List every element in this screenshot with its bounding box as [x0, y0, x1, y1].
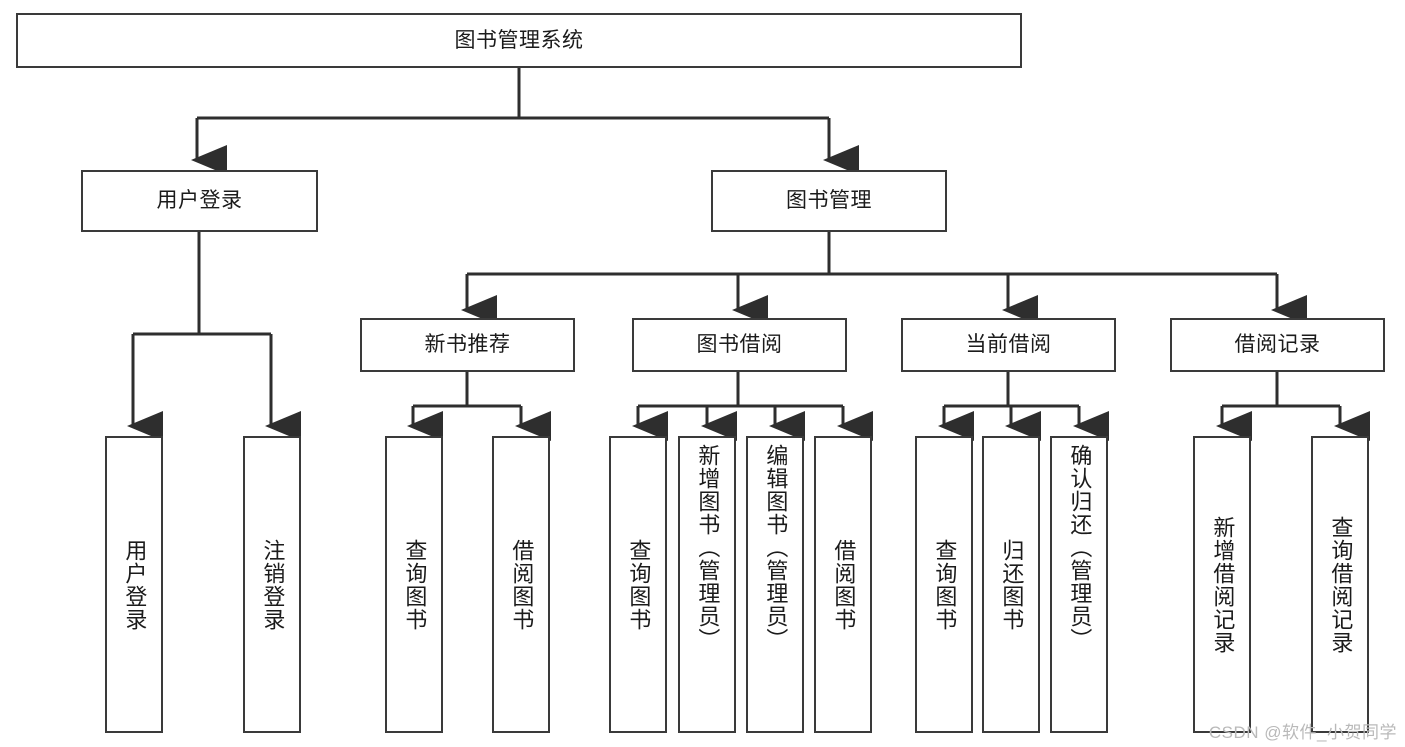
node-current-borrow-label: 当前借阅 — [965, 333, 1052, 357]
node-user-login[interactable]: 用户登录 — [81, 170, 318, 232]
leaf-new-book-2-label: 借阅图书 — [509, 538, 535, 631]
leaf-new-book-1[interactable]: 查询图书 — [385, 436, 443, 733]
node-borrow-record-label: 借阅记录 — [1234, 333, 1321, 357]
leaf-book-borrow-1-label: 查询图书 — [626, 538, 652, 631]
node-book-manage[interactable]: 图书管理 — [711, 170, 947, 232]
leaf-borrow-record-2[interactable]: 查询借阅记录 — [1311, 436, 1369, 733]
leaf-current-borrow-2-label: 归还图书 — [999, 538, 1025, 631]
leaf-book-borrow-4-label: 借阅图书 — [831, 538, 857, 631]
node-current-borrow[interactable]: 当前借阅 — [901, 318, 1116, 372]
leaf-current-borrow-3[interactable]: 确认归还（管理员） — [1050, 436, 1108, 733]
leaf-book-borrow-1[interactable]: 查询图书 — [609, 436, 667, 733]
leaf-book-borrow-3[interactable]: 编辑图书（管理员） — [746, 436, 804, 733]
leaf-book-borrow-2-label: 新增图书（管理员） — [695, 444, 721, 651]
leaf-book-borrow-2[interactable]: 新增图书（管理员） — [678, 436, 736, 733]
leaf-current-borrow-1-label: 查询图书 — [932, 538, 958, 631]
node-borrow-record[interactable]: 借阅记录 — [1170, 318, 1385, 372]
leaf-user-login-2-label: 注销登录 — [260, 538, 286, 631]
leaf-book-borrow-4[interactable]: 借阅图书 — [814, 436, 872, 733]
leaf-borrow-record-1[interactable]: 新增借阅记录 — [1193, 436, 1251, 733]
leaf-current-borrow-1[interactable]: 查询图书 — [915, 436, 973, 733]
node-user-login-label: 用户登录 — [156, 189, 243, 213]
leaf-current-borrow-3-label: 确认归还（管理员） — [1067, 444, 1093, 651]
node-new-book-recommend-label: 新书推荐 — [424, 333, 511, 357]
node-root[interactable]: 图书管理系统 — [16, 13, 1022, 68]
node-root-label: 图书管理系统 — [454, 28, 584, 52]
leaf-user-login-1-label: 用户登录 — [122, 538, 148, 631]
leaf-borrow-record-1-label: 新增借阅记录 — [1210, 515, 1236, 654]
leaf-borrow-record-2-label: 查询借阅记录 — [1328, 515, 1354, 654]
leaf-new-book-2[interactable]: 借阅图书 — [492, 436, 550, 733]
leaf-book-borrow-3-label: 编辑图书（管理员） — [763, 444, 789, 651]
node-book-manage-label: 图书管理 — [786, 189, 872, 213]
leaf-user-login-1[interactable]: 用户登录 — [105, 436, 163, 733]
node-book-borrow-label: 图书借阅 — [696, 333, 783, 357]
node-book-borrow[interactable]: 图书借阅 — [632, 318, 847, 372]
leaf-current-borrow-2[interactable]: 归还图书 — [982, 436, 1040, 733]
watermark-text: CSDN @软件_小贺同学 — [1208, 723, 1397, 742]
node-new-book-recommend[interactable]: 新书推荐 — [360, 318, 575, 372]
leaf-new-book-1-label: 查询图书 — [402, 538, 428, 631]
leaf-user-login-2[interactable]: 注销登录 — [243, 436, 301, 733]
